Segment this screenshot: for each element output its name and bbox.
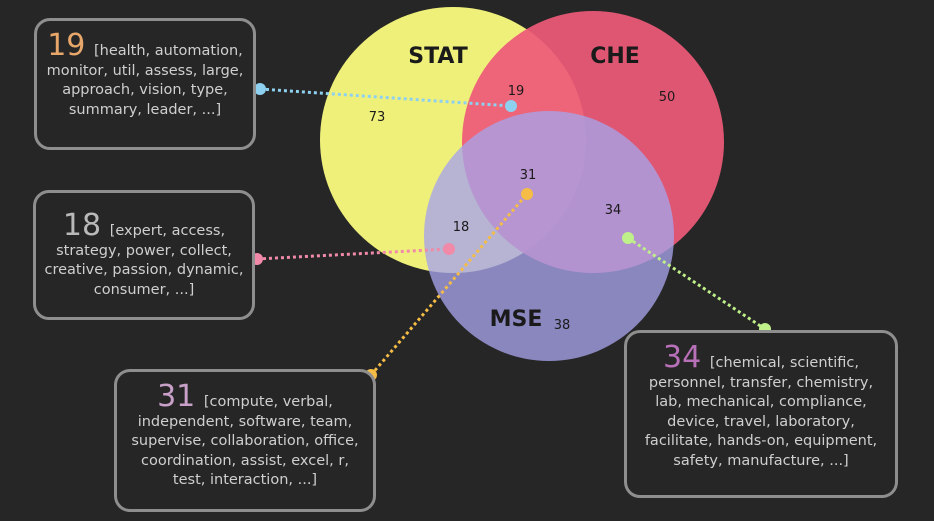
dot-stat-che-mse-region (521, 188, 533, 200)
dot-stat-che-region (505, 100, 517, 112)
callout-stat-che-words: [health, automation, monitor, util, asse… (46, 43, 244, 118)
callout-stat-mse-count: 18 (62, 208, 102, 243)
che-mse-count: 34 (605, 203, 622, 218)
dot-che-mse-region (622, 232, 634, 244)
callout-stat-mse: 18 [expert, access, strategy, power, col… (33, 190, 255, 320)
mse-label: MSE (490, 307, 543, 332)
callout-stat-mse-words: [expert, access, strategy, power, collec… (44, 223, 244, 298)
che-label: CHE (590, 44, 640, 69)
connector-stat-mse (256, 247, 450, 261)
che-only-count: 50 (659, 90, 676, 105)
mse-only-count: 38 (554, 318, 571, 333)
callout-stat-che-mse: 31 [compute, verbal, independent, softwa… (114, 369, 376, 512)
stat-mse-count: 18 (453, 220, 470, 235)
callout-stat-che-count: 19 (47, 28, 86, 63)
stat-che-mse-count: 31 (520, 168, 537, 183)
callout-stat-che: 19 [health, automation, monitor, util, a… (34, 18, 256, 150)
callout-che-mse: 34 [chemical, scientific, personnel, tra… (624, 330, 898, 498)
dot-stat-che-box (254, 83, 266, 95)
stat-only-count: 73 (369, 110, 386, 125)
mse-circle (424, 111, 674, 361)
callout-che-mse-words: [chemical, scientific, personnel, transf… (644, 355, 878, 469)
stat-che-count: 19 (508, 84, 525, 99)
callout-che-mse-count: 34 (663, 340, 702, 375)
callout-stat-che-mse-words: [compute, verbal, independent, software,… (131, 394, 359, 488)
stat-label: STAT (408, 44, 467, 69)
callout-stat-che-mse-count: 31 (157, 379, 196, 414)
dot-stat-mse-region (443, 243, 455, 255)
connector-stat-che-mse (369, 193, 529, 376)
